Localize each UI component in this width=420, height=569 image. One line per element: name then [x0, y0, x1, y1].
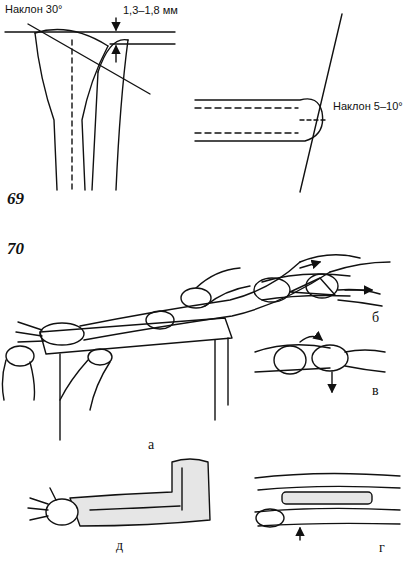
panel-letter: д	[115, 538, 124, 553]
plaster-cast	[28, 459, 210, 526]
figure-number: 70	[6, 240, 25, 258]
panel-letter: в	[371, 383, 380, 398]
reposition-detail	[255, 336, 385, 392]
traction-on-table	[2, 255, 390, 440]
splint-check	[255, 473, 400, 540]
angle-label: Наклон 5–10°	[332, 100, 404, 113]
radius-lateral	[195, 14, 342, 192]
panel-letter: г	[378, 540, 386, 555]
angle-label: Наклон 30°	[4, 3, 63, 16]
panel-letter: б	[371, 310, 380, 325]
traction-detail	[254, 262, 382, 306]
dimension-label: 1,3–1,8 мм	[122, 4, 179, 17]
panel-letter: а	[147, 437, 155, 452]
radius-ulna-front	[5, 18, 175, 190]
figure-number: 69	[6, 190, 25, 208]
